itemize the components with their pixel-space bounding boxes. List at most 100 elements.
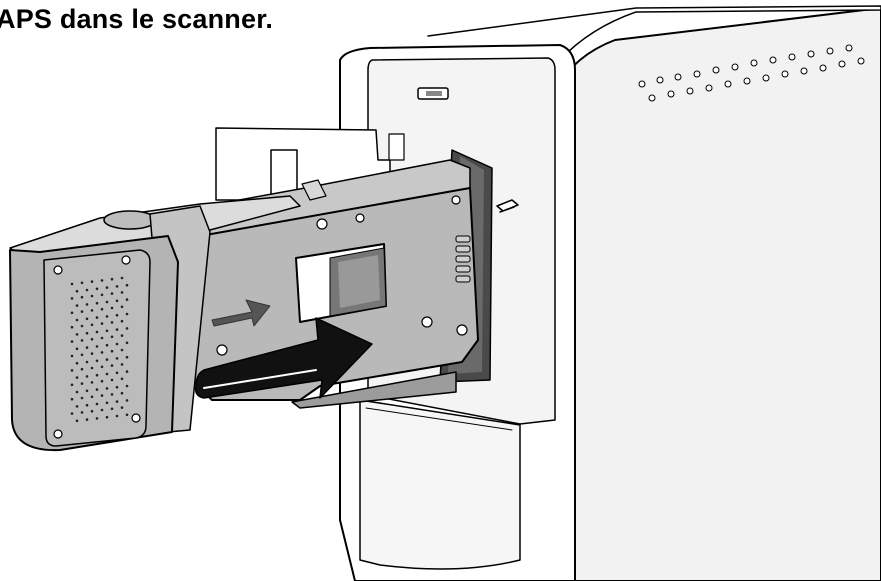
cartridge-dot	[75, 376, 79, 379]
cartridge-dot	[75, 289, 79, 293]
cartridge-screws	[53, 255, 141, 439]
cartridge-dot	[80, 339, 84, 342]
cartridge-dot	[100, 279, 104, 282]
cartridge-dot	[80, 367, 84, 371]
cartridge-dot	[80, 353, 84, 357]
figure-caption: APS dans le scanner.	[0, 4, 274, 34]
scanner-door-line	[365, 407, 513, 431]
cartridge-dot	[115, 400, 119, 403]
cartridge-dot	[110, 378, 114, 382]
cartridge-dot	[70, 340, 74, 343]
cartridge-dot	[120, 406, 124, 409]
cartridge-dot	[95, 359, 99, 363]
cartridge-dot	[90, 280, 94, 283]
scanner-side-panel	[554, 7, 881, 581]
cartridge-dot	[90, 395, 94, 399]
cartridge-dot	[85, 403, 89, 407]
cartridge-dot	[85, 389, 89, 393]
film-adapter	[191, 159, 479, 409]
cartridge-dot	[80, 310, 84, 313]
cartridge-dot	[110, 321, 114, 324]
cartridge-dot	[90, 409, 94, 413]
cartridge-dot	[95, 287, 99, 291]
direction-arrow-icon	[211, 299, 271, 327]
cartridge-dot	[125, 341, 129, 345]
cartridge-dot	[105, 401, 109, 405]
cartridge-dot	[85, 360, 89, 364]
cartridge-dot	[100, 322, 104, 325]
cartridge-dot	[125, 355, 129, 359]
cartridge-dot	[75, 390, 79, 394]
cartridge-dot	[120, 319, 124, 323]
cartridge-dot	[115, 357, 119, 360]
cartridge-dot	[90, 381, 94, 384]
cartridge-dot	[100, 293, 104, 297]
adapter-bottom-lip	[291, 371, 457, 409]
vent-dots	[638, 44, 865, 102]
cartridge-dot	[125, 327, 129, 330]
scanner-lower-door	[359, 399, 521, 570]
cartridge-dot	[110, 364, 114, 367]
cartridge-dot	[105, 358, 109, 361]
insert-arrow-icon	[194, 317, 373, 399]
cartridge-panel	[43, 249, 151, 447]
cartridge-dot	[85, 331, 89, 335]
cartridge-dot	[120, 391, 124, 395]
scanner-indicator-inner	[426, 91, 442, 96]
cartridge-dot	[85, 375, 89, 378]
cartridge-dot	[85, 288, 89, 292]
cartridge-dot	[90, 366, 94, 370]
cartridge-dot	[110, 335, 114, 339]
cartridge-dot	[110, 407, 114, 411]
cartridge-dot	[85, 418, 89, 421]
cartridge-dot	[120, 363, 124, 366]
cartridge-dot	[70, 325, 74, 329]
cartridge-dot	[75, 318, 79, 322]
cartridge-dot	[105, 387, 109, 390]
cartridge-dot	[115, 342, 119, 346]
cartridge-dot	[75, 333, 79, 336]
cartridge-dot-grid	[70, 276, 129, 423]
cartridge-dot	[115, 414, 119, 418]
cartridge-dot	[95, 345, 99, 348]
cartridge-dot	[120, 276, 124, 280]
cartridge-dot	[115, 371, 119, 375]
cartridge-dot	[110, 306, 114, 310]
cartridge-dot	[75, 304, 79, 307]
cartridge-dot	[80, 411, 84, 414]
adapter-tab	[301, 179, 327, 201]
cartridge-dot	[110, 292, 114, 295]
cartridge-dot	[90, 337, 94, 341]
cartridge-dot	[75, 405, 79, 408]
cartridge-dot	[70, 383, 74, 387]
cartridge-dot	[95, 316, 99, 319]
cartridge-dot	[100, 307, 104, 311]
adapter-ridges	[455, 235, 471, 283]
cartridge-dot	[110, 349, 114, 353]
cartridge-dot	[125, 370, 129, 373]
cartridge-dot	[80, 281, 84, 285]
cartridge-dot	[90, 352, 94, 355]
cartridge-dot	[90, 309, 94, 312]
cartridge-dot	[70, 397, 74, 401]
cartridge-dot	[125, 312, 129, 316]
cartridge-dot	[90, 323, 94, 327]
cartridge-dot	[120, 334, 124, 337]
cartridge-dot	[70, 311, 74, 315]
cartridge-dot	[110, 393, 114, 396]
cartridge-dot	[75, 347, 79, 351]
cartridge-dot	[125, 413, 129, 417]
cartridge-dot	[105, 372, 109, 376]
cartridge-dot	[120, 291, 124, 294]
eject-symbol-icon	[496, 199, 519, 213]
cartridge-dot	[70, 369, 74, 372]
cartridge-dot	[105, 415, 109, 419]
cartridge-dot	[115, 313, 119, 317]
holder-notch	[270, 149, 298, 196]
cartridge-dot	[100, 365, 104, 369]
cartridge-dot	[75, 361, 79, 365]
cartridge-dot	[100, 336, 104, 340]
cartridge-dot	[125, 283, 129, 287]
cartridge-dot	[120, 348, 124, 352]
